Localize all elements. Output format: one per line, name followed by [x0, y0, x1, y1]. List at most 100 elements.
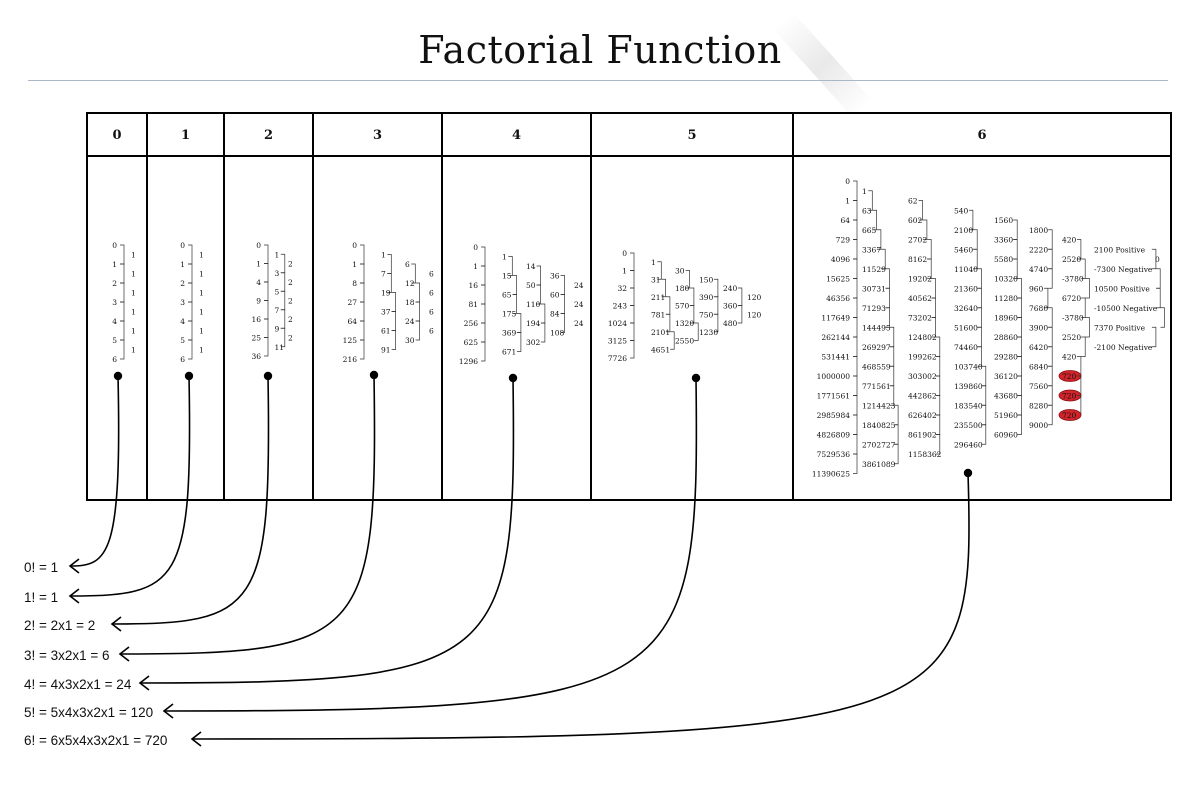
table-value: 9 — [256, 297, 261, 306]
column-header-5: 5 — [687, 128, 696, 143]
table-value: 1 — [131, 251, 136, 260]
bracket — [391, 311, 396, 331]
bracket — [977, 268, 982, 289]
bracket — [360, 263, 365, 284]
table-value: 6 — [429, 270, 434, 279]
table-value: 1 — [199, 308, 204, 317]
bracket — [853, 375, 858, 396]
table-value: 729 — [836, 236, 851, 245]
table-value: 960 — [1029, 284, 1044, 293]
table-value: 2101 — [651, 328, 670, 337]
bracket — [264, 281, 269, 301]
bracket — [737, 305, 743, 324]
bracket — [935, 434, 941, 455]
table-value: 36 — [251, 352, 261, 361]
bracket — [853, 434, 858, 455]
table-value: 144495 — [862, 323, 891, 332]
bracket — [120, 263, 125, 284]
bracket — [188, 301, 193, 322]
table-value: 369 — [502, 329, 517, 338]
bracket — [853, 278, 858, 299]
table-value: 19 — [381, 289, 391, 298]
bracket — [1156, 268, 1161, 289]
bracket — [1048, 365, 1053, 387]
table-value: 1 — [862, 187, 867, 196]
bracket — [853, 395, 858, 416]
bracket — [1017, 336, 1022, 357]
table-value: 60960 — [994, 431, 1018, 440]
table-value: -7300 Negative — [1094, 265, 1153, 274]
arrow-head — [110, 616, 122, 632]
table-value: 269297 — [862, 343, 891, 352]
table-value: 4740 — [1029, 265, 1048, 274]
bracket — [853, 317, 858, 338]
table-value: 8280 — [1029, 401, 1048, 410]
table-value: 4 — [112, 317, 117, 326]
bracket — [1081, 258, 1086, 279]
bracket — [264, 263, 269, 283]
table-value: 3367 — [862, 245, 881, 254]
table-value: 2702 — [908, 236, 927, 245]
bracket — [689, 305, 695, 324]
title-rule — [28, 80, 1168, 81]
table-value: 5 — [112, 336, 117, 345]
table-value: 0 — [112, 241, 117, 250]
table-value: 103740 — [954, 362, 983, 371]
table-value: 43680 — [994, 392, 1018, 401]
table-value: 1 — [131, 270, 136, 279]
bracket — [1013, 219, 1018, 240]
table-value: 15 — [502, 272, 512, 281]
table-value: 7680 — [1029, 304, 1048, 313]
bracket — [630, 340, 635, 359]
table-value: 211 — [651, 293, 665, 302]
bracket — [894, 443, 899, 465]
bracket — [516, 332, 522, 352]
highlight-ellipse — [1058, 409, 1082, 421]
table-value: 1 — [199, 289, 204, 298]
formula-1: 1! = 1 — [24, 590, 59, 605]
bracket — [264, 337, 269, 357]
table-value: 4826809 — [817, 431, 851, 440]
table-value: 303002 — [908, 372, 937, 381]
bracket — [853, 414, 858, 435]
bracket — [927, 258, 932, 279]
table-value: 7370 Positive — [1094, 323, 1146, 332]
formula-0: 0! = 1 — [24, 560, 59, 575]
bracket — [188, 339, 193, 360]
bracket — [713, 278, 719, 298]
bracket — [630, 322, 635, 341]
connector-curve — [69, 375, 191, 597]
table-value: 671 — [502, 348, 516, 357]
table-value: 0 — [845, 177, 850, 186]
table-value: 30 — [675, 267, 685, 276]
table-value: 175 — [502, 310, 517, 319]
table-value: 2100 Positive — [1094, 245, 1146, 254]
table-value: 2100 — [954, 226, 973, 235]
bracket — [1013, 239, 1018, 260]
table-value: 0 — [180, 241, 185, 250]
bracket — [1017, 356, 1022, 377]
table-value: 9000 — [1029, 421, 1048, 430]
bracket — [1048, 346, 1053, 367]
table-value: 861902 — [908, 431, 937, 440]
bracket — [713, 313, 719, 333]
bracket — [931, 317, 936, 338]
bracket — [540, 322, 546, 343]
table-value: 10320 — [994, 275, 1018, 284]
table-value: 194 — [526, 319, 541, 328]
table-value: 6 — [405, 260, 410, 269]
bracket — [264, 300, 269, 320]
table-frame — [86, 112, 1172, 501]
column-header-3: 3 — [373, 128, 382, 143]
bracket — [1017, 375, 1022, 396]
bracket — [481, 303, 486, 324]
bracket — [1156, 287, 1161, 309]
bracket — [685, 270, 690, 289]
bracket — [188, 244, 193, 265]
formula-5: 5! = 5x4x3x2x1 = 120 — [24, 705, 154, 720]
table-value: 30 — [405, 336, 415, 345]
table-value: 3 — [112, 298, 117, 307]
table-value: 8 — [352, 279, 357, 288]
table-value: 124802 — [908, 333, 937, 342]
bracket — [508, 256, 513, 276]
